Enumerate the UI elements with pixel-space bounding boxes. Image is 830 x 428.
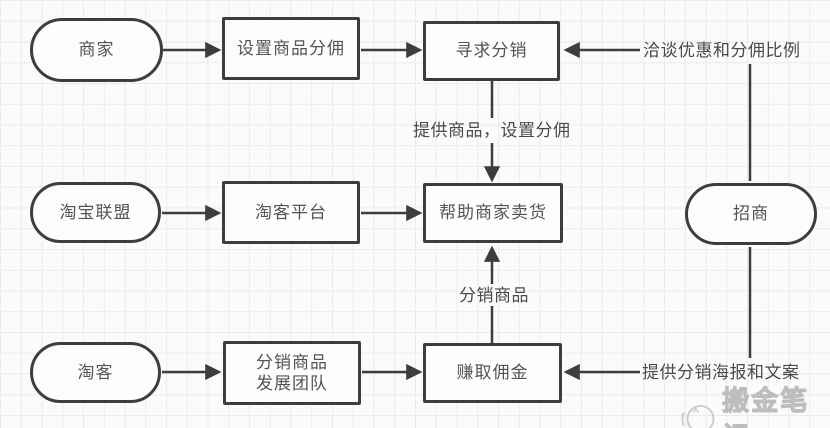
node-set-commission[interactable]: 设置商品分佣: [222, 17, 360, 80]
node-help-sell-label: 帮助商家卖货: [439, 203, 547, 223]
watermark: 搬金笔记: [681, 383, 830, 428]
node-seek-distribution-label: 寻求分销: [455, 41, 528, 61]
node-set-commission-label: 设置商品分佣: [237, 38, 345, 58]
node-taoke-platform[interactable]: 淘客平台: [222, 181, 360, 244]
watermark-logo-icon: [681, 405, 715, 428]
node-seek-distribution[interactable]: 寻求分销: [423, 21, 560, 81]
edge-label-negotiate: 洽谈优惠和分佣比例: [643, 41, 801, 60]
edge-label-provide-posters: 提供分销海报和文案: [642, 363, 800, 382]
node-distribute-team-label-line1: 分销商品: [256, 352, 328, 372]
node-zhaoshang[interactable]: 招商: [685, 183, 817, 245]
node-taobao-alliance[interactable]: 淘宝联盟: [30, 182, 161, 243]
node-earn-commission[interactable]: 赚取佣金: [423, 343, 562, 403]
node-distribute-team[interactable]: 分销商品 发展团队: [223, 341, 361, 405]
edge-label-provide-goods: 提供商品，设置分佣: [413, 121, 571, 140]
node-taoke-platform-label: 淘客平台: [255, 202, 327, 222]
node-taobao-alliance-label: 淘宝联盟: [59, 202, 132, 222]
node-taoke[interactable]: 淘客: [30, 342, 161, 403]
watermark-text: 搬金笔记: [722, 386, 810, 428]
node-help-sell[interactable]: 帮助商家卖货: [423, 183, 563, 243]
node-distribute-team-label-line2: 发展团队: [256, 374, 328, 393]
node-merchant-label: 商家: [78, 40, 115, 60]
edge-label-distribute-goods: 分销商品: [459, 286, 529, 305]
node-taoke-label: 淘客: [77, 362, 114, 382]
node-earn-commission-label: 赚取佣金: [456, 363, 529, 383]
node-zhaoshang-label: 招商: [733, 204, 769, 224]
node-merchant[interactable]: 商家: [30, 18, 163, 82]
